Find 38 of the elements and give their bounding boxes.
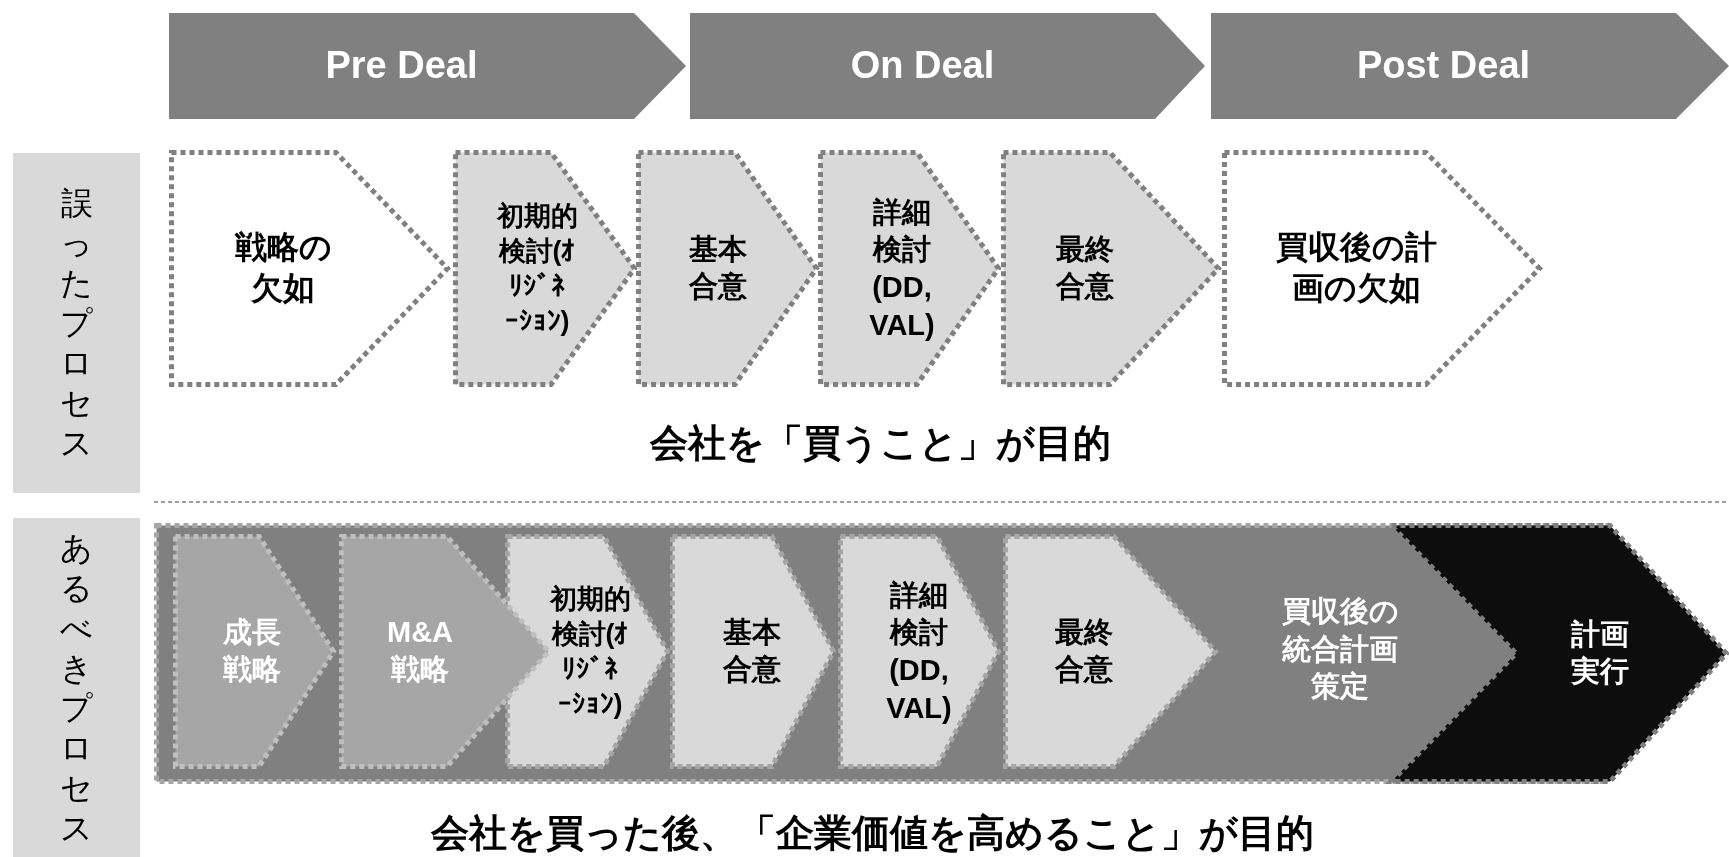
step-label: 詳細検討(DD, VAL): [885, 577, 953, 726]
row-label: あるべきプロセス: [59, 528, 94, 848]
step-pentagon: [670, 534, 836, 769]
phase-banner: [169, 13, 686, 119]
step-label: 初期的検討(ｵﾘｼﾞﾈｰｼｮﾝ): [548, 582, 632, 721]
phase-label: On Deal: [849, 43, 996, 89]
step-pentagon: [505, 534, 670, 769]
phase-banner: [690, 13, 1205, 119]
phase-label: Post Deal: [1355, 43, 1532, 89]
step-label: 計画実行: [1570, 616, 1630, 690]
step-label: 初期的検討(ｵﾘｼﾞﾈｰｼｮﾝ): [495, 199, 579, 338]
step-label: 最終合意: [1054, 614, 1114, 688]
step-pentagon: [838, 534, 1001, 769]
step-pentagon: [818, 150, 1001, 387]
step-label: 成長戦略: [222, 614, 282, 688]
row-label-box: [13, 518, 140, 857]
row-label: 誤ったプロセス: [59, 184, 94, 463]
step-label: 詳細検討(DD, VAL): [868, 194, 936, 343]
step-pentagon: [169, 150, 450, 387]
step-pentagon: [339, 534, 551, 769]
step-pentagon: [1003, 534, 1218, 769]
step-pentagon: [1222, 150, 1542, 387]
step-label: 最終合意: [1055, 231, 1115, 305]
step-pentagon: [173, 534, 336, 769]
step-label: 買収後の統合計画策定: [1280, 594, 1400, 705]
step-label: 買収後の計画の欠如: [1274, 227, 1438, 309]
step-label: 戦略の欠如: [233, 227, 333, 309]
step-label: M&A戦略: [385, 614, 454, 688]
caption: 会社を「買うこと」が目的: [649, 421, 1111, 466]
step-pentagon: [1001, 150, 1221, 387]
step-label: 基本合意: [688, 231, 748, 305]
phase-label: Pre Deal: [324, 43, 479, 89]
step-pentagon: [453, 150, 637, 387]
phase-banner: [1211, 13, 1729, 119]
step-pentagon: [636, 150, 819, 387]
row-label-box: [13, 153, 140, 493]
step-label: 基本合意: [722, 614, 782, 688]
caption: 会社を買った後、「企業価値を高めること」が目的: [430, 811, 1314, 856]
